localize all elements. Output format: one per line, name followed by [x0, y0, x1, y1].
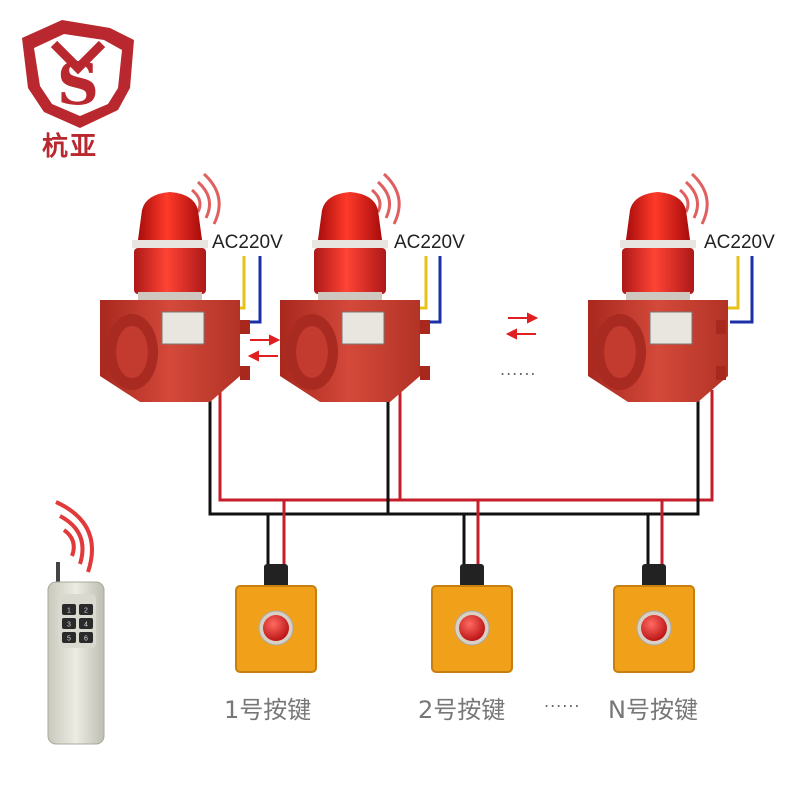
- power-label-2: AC220V: [394, 232, 465, 253]
- alarm-unit-1: [100, 172, 250, 402]
- remote-key-4: 4: [84, 622, 88, 629]
- signal-arrows-icon: [247, 312, 539, 362]
- signal-waves-icon: [55, 500, 94, 573]
- alarm-unit-n: [588, 172, 728, 402]
- push-button-1: [235, 564, 317, 673]
- power-label-n: AC220V: [704, 232, 775, 253]
- remote-control: 1 2 3 4 5 6: [47, 500, 105, 745]
- power-label-1: AC220V: [212, 232, 283, 253]
- remote-key-5: 5: [67, 636, 71, 643]
- brand-name: 杭亚: [42, 132, 99, 162]
- button-label-1: 1号按键: [224, 696, 312, 724]
- remote-key-3: 3: [67, 622, 71, 629]
- brand-logo-icon: S: [22, 20, 134, 128]
- remote-key-1: 1: [67, 608, 71, 615]
- svg-text:S: S: [57, 50, 99, 118]
- button-ellipsis: ......: [544, 692, 581, 711]
- remote-keypad: 1 2 3 4 5 6: [62, 604, 93, 643]
- alarm-ellipsis: ......: [500, 360, 537, 379]
- signal-waves-icon: [191, 172, 221, 225]
- signal-waves-icon: [679, 172, 709, 225]
- push-button-2: [431, 564, 513, 673]
- signal-waves-icon: [371, 172, 401, 225]
- remote-key-6: 6: [84, 636, 88, 643]
- remote-key-2: 2: [84, 608, 88, 615]
- push-button-n: [613, 564, 695, 673]
- button-label-2: 2号按键: [418, 696, 506, 724]
- alarm-unit-2: [280, 172, 430, 402]
- button-label-n: N号按键: [608, 696, 698, 724]
